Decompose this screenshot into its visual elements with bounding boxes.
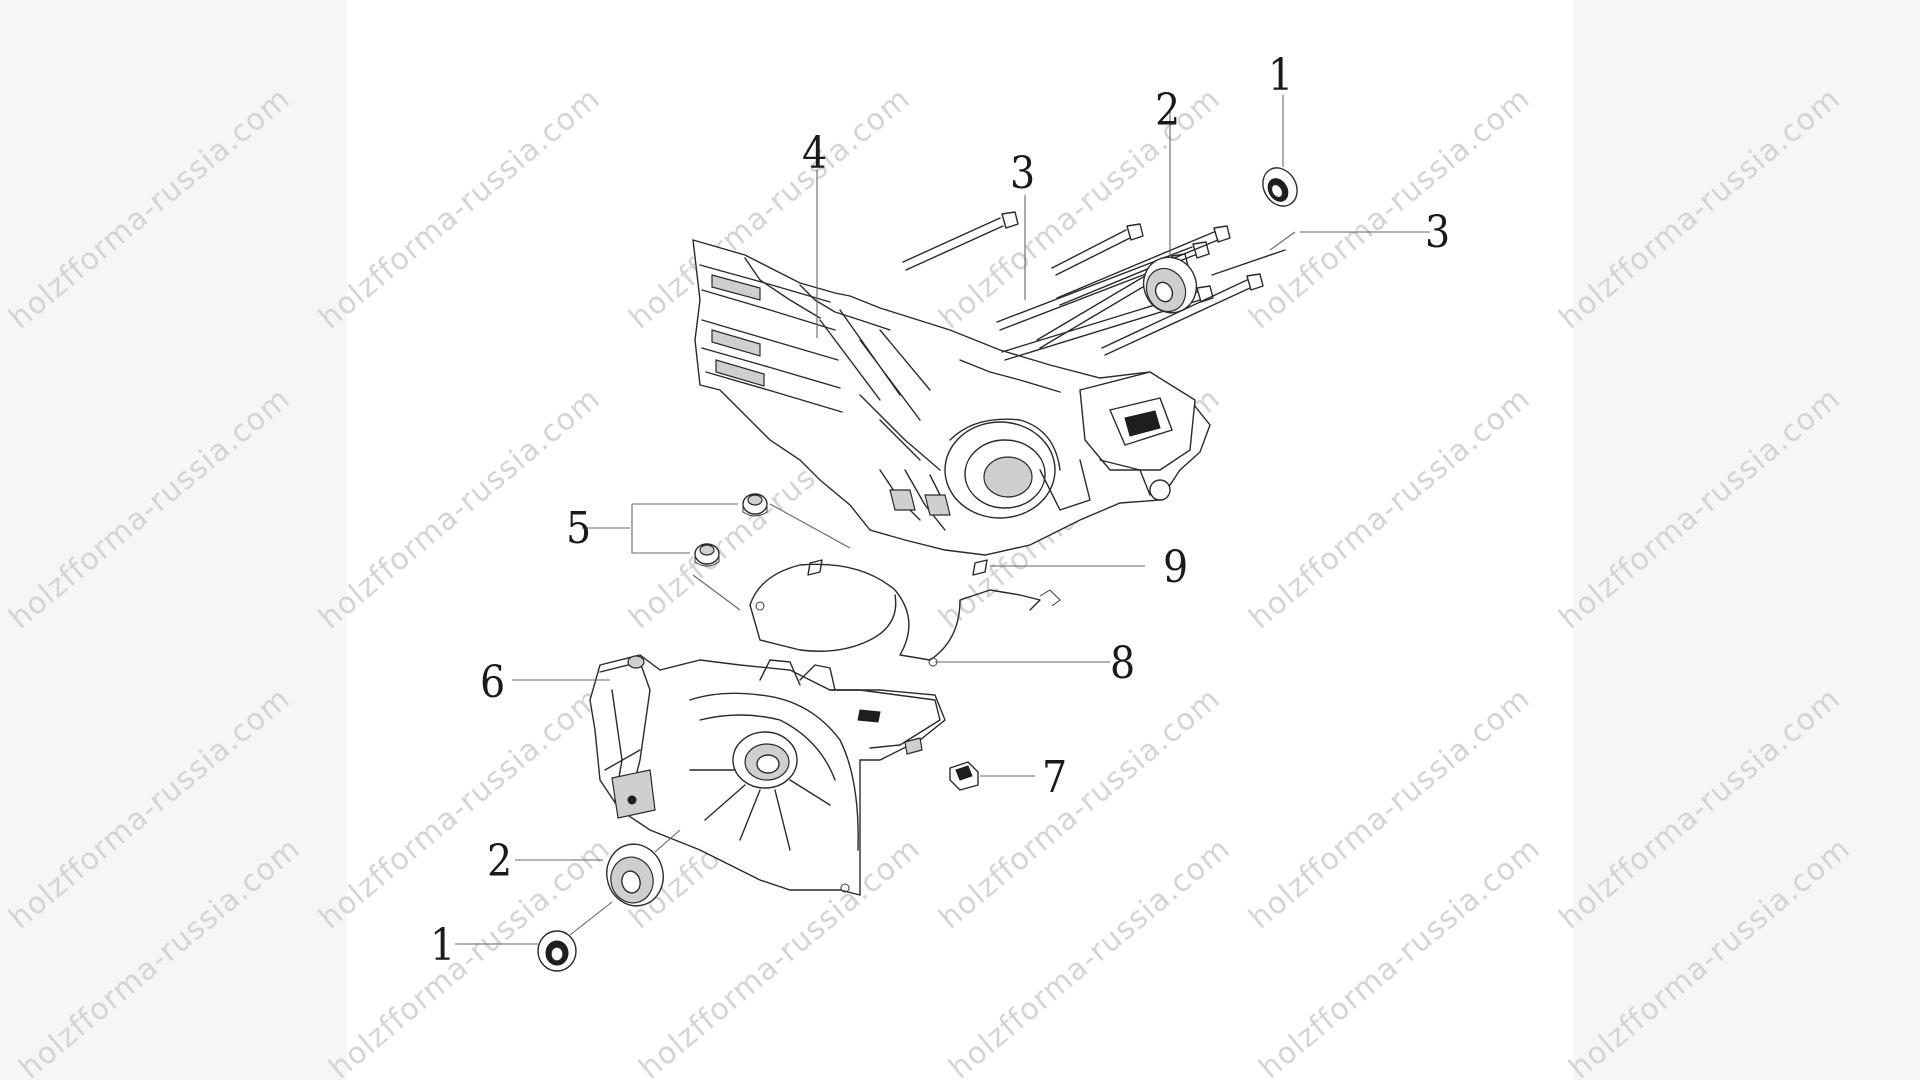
callout-3-top: 3 — [1010, 148, 1035, 199]
dowel-pins — [807, 559, 988, 576]
damper-upper — [742, 493, 768, 517]
watermark-text: holzfforma-russia.com — [3, 381, 298, 636]
watermark-text: holzfforma-russia.com — [1243, 381, 1538, 636]
callout-2-top: 2 — [1155, 85, 1180, 136]
seal-top — [1262, 95, 1298, 207]
callout-8: 8 — [1110, 638, 1135, 689]
bearing-top — [1142, 108, 1198, 314]
bearing-bottom — [515, 829, 681, 907]
watermark-text: holzfforma-russia.com — [3, 81, 298, 336]
damper-lower — [694, 543, 720, 567]
leader-5 — [582, 503, 738, 554]
callout-labels: 1 2 3 3 4 5 9 8 6 7 2 1 — [430, 50, 1450, 971]
crankcase-half-upper — [692, 239, 1211, 556]
callout-1-bottom: 1 — [430, 920, 455, 971]
watermark-text: holzfforma-russia.com — [1553, 81, 1848, 336]
callout-6: 6 — [480, 657, 505, 708]
callout-2-bottom: 2 — [487, 836, 512, 887]
damper-lower-dash — [692, 574, 741, 611]
callout-4: 4 — [802, 128, 827, 179]
watermark-text: holzfforma-russia.com — [313, 381, 608, 636]
watermark-text: holzfforma-russia.com — [1243, 81, 1538, 336]
seal-bottom — [455, 901, 613, 972]
callout-3-right: 3 — [1425, 207, 1450, 258]
callout-1-top: 1 — [1268, 50, 1293, 101]
watermark-text: holzfforma-russia.com — [1553, 381, 1848, 636]
callout-7: 7 — [1042, 752, 1067, 803]
watermark-text: holzfforma-russia.com — [313, 81, 608, 336]
crankcase-half-lower — [589, 654, 946, 896]
callout-9: 9 — [1163, 542, 1188, 593]
damper-upper-dash — [769, 503, 851, 549]
callout-5: 5 — [566, 503, 591, 554]
clip-part-7 — [949, 761, 1035, 791]
